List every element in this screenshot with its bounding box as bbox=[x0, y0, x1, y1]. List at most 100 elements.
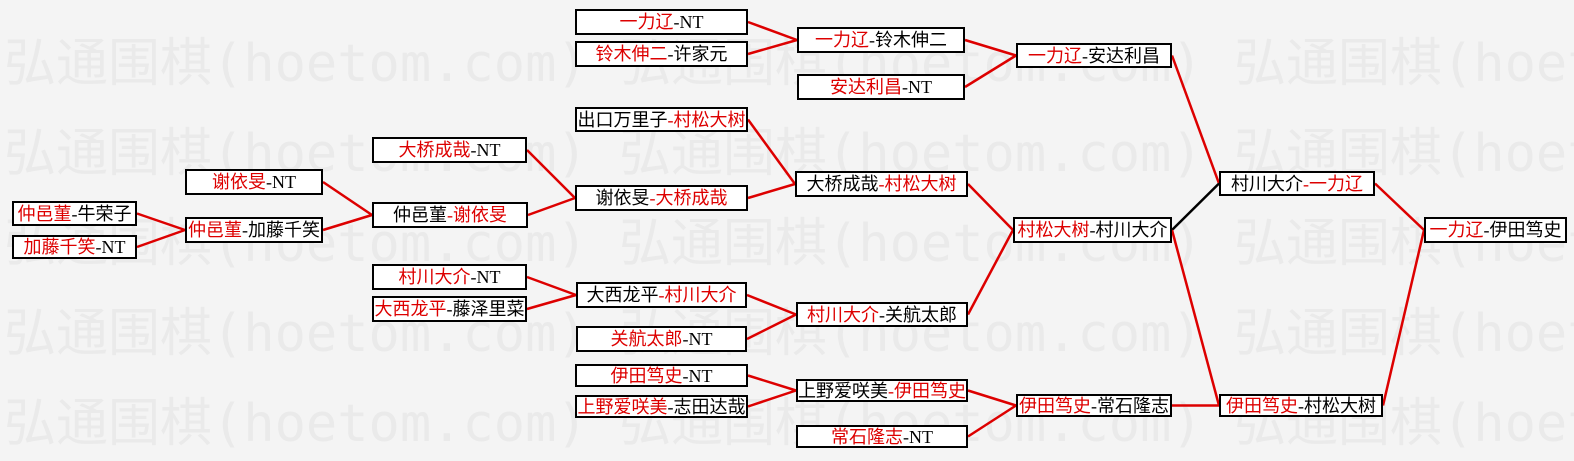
match-box-b5[interactable]: 大桥成哉-NT bbox=[372, 137, 527, 163]
player-name-left: 村川大介 bbox=[1231, 173, 1303, 194]
player-name-left: 安达利昌 bbox=[830, 77, 902, 97]
player-name-left: 常石隆志 bbox=[831, 426, 903, 447]
player-name-left: 仲邑菫 bbox=[188, 220, 242, 240]
player-name-left: 仲邑菫 bbox=[393, 205, 447, 225]
match-box-b21[interactable]: 村川大介-一力辽 bbox=[1219, 171, 1375, 196]
match-box-b2[interactable]: 加藤千笑-NT bbox=[12, 235, 137, 259]
connector-line-b21-b28 bbox=[1374, 182, 1425, 231]
match-box-b4[interactable]: 仲邑菫-加藤千笑 bbox=[185, 217, 323, 243]
connector-line-b22-b24 bbox=[747, 374, 797, 392]
match-box-b3[interactable]: 谢依旻-NT bbox=[185, 169, 323, 195]
connector-line-b11-b13 bbox=[964, 38, 1017, 57]
player-name-right: -安达利昌 bbox=[1082, 45, 1160, 66]
player-name-right: -一力辽 bbox=[1303, 173, 1363, 194]
player-name-right: -NT bbox=[682, 329, 713, 349]
player-name-right: -伊田笃史 bbox=[888, 380, 966, 401]
match-box-b16[interactable]: 大西龙平-藤泽里菜 bbox=[372, 296, 527, 322]
player-name-left: 关航太郎 bbox=[610, 329, 683, 349]
connector-line-b20-b21 bbox=[1171, 182, 1220, 231]
player-name-right: -牛荣子 bbox=[71, 203, 132, 224]
match-box-b8[interactable]: 谢依旻-大桥成哉 bbox=[575, 185, 748, 211]
player-name-left: 伊田笃史 bbox=[610, 365, 683, 386]
match-box-b20[interactable]: 村松大树-村川大介 bbox=[1013, 217, 1172, 243]
player-name-left: 上野爱咲美 bbox=[577, 396, 668, 417]
connector-line-b17-b19 bbox=[746, 293, 797, 316]
match-box-b6[interactable]: 仲邑菫-谢依旻 bbox=[372, 202, 528, 228]
player-name-right: -NT bbox=[266, 172, 296, 192]
connector-line-b5-b8 bbox=[526, 149, 576, 199]
player-name-left: 铃木伸二 bbox=[595, 44, 668, 64]
player-name-right: -村川大介 bbox=[1089, 220, 1168, 240]
connector-line-b13-b21 bbox=[1170, 55, 1221, 184]
connector-line-b25-b26 bbox=[967, 404, 1017, 438]
player-name-right: -藤泽里菜 bbox=[446, 299, 525, 319]
player-name-left: 谢依旻 bbox=[212, 172, 266, 192]
connector-line-b19-b20 bbox=[966, 229, 1015, 316]
player-name-left: 大西龙平 bbox=[374, 299, 447, 319]
connector-line-b24-b26 bbox=[967, 389, 1017, 407]
connector-line-b6-b8 bbox=[527, 196, 576, 217]
match-box-b27[interactable]: 伊田笃史-村松大树 bbox=[1219, 394, 1383, 417]
player-name-right: -志田达哉 bbox=[667, 396, 746, 417]
player-name-right: -NT bbox=[902, 77, 932, 97]
match-box-b22[interactable]: 伊田笃史-NT bbox=[575, 364, 748, 387]
player-name-right: -NT bbox=[682, 365, 713, 386]
connector-line-b16-b17 bbox=[526, 293, 577, 311]
player-name-left: 伊田笃史 bbox=[1019, 395, 1091, 416]
player-name-left: 出口万里子 bbox=[577, 109, 668, 130]
player-name-left: 大桥成哉 bbox=[398, 140, 471, 160]
player-name-right: -村松大树 bbox=[667, 109, 746, 130]
match-box-b24[interactable]: 上野爱咲美-伊田笃史 bbox=[796, 379, 968, 402]
player-name-right: -加藤千笑 bbox=[242, 220, 320, 240]
player-name-left: 谢依旻 bbox=[595, 188, 650, 208]
player-name-left: 村川大介 bbox=[807, 304, 879, 325]
connector-line-b20-b27 bbox=[1170, 229, 1221, 406]
connector-line-b14-b20 bbox=[967, 183, 1014, 231]
match-box-b7[interactable]: 出口万里子-村松大树 bbox=[575, 107, 748, 132]
player-name-right: -关航太郎 bbox=[879, 304, 957, 325]
connector-line-b18-b19 bbox=[746, 313, 797, 341]
player-name-right: -NT bbox=[470, 267, 501, 287]
connector-line-b12-b13 bbox=[964, 54, 1017, 89]
connector-line-b9-b11 bbox=[747, 20, 798, 42]
connector-line-b15-b17 bbox=[526, 275, 577, 297]
match-box-b26[interactable]: 伊田笃史-常石隆志 bbox=[1016, 394, 1172, 417]
match-box-b25[interactable]: 常石隆志-NT bbox=[796, 425, 968, 448]
player-name-left: 伊田笃史 bbox=[1226, 395, 1298, 416]
match-box-b12[interactable]: 安达利昌-NT bbox=[797, 74, 965, 100]
player-name-right: -铃木伸二 bbox=[869, 30, 947, 50]
player-name-right: -村松大树 bbox=[878, 174, 957, 194]
match-box-b19[interactable]: 村川大介-关航太郎 bbox=[796, 302, 968, 327]
match-box-b23[interactable]: 上野爱咲美-志田达哉 bbox=[575, 395, 748, 418]
match-box-b11[interactable]: 一力辽-铃木伸二 bbox=[797, 27, 965, 53]
player-name-left: 村松大树 bbox=[1017, 220, 1090, 240]
player-name-left: 仲邑菫 bbox=[17, 203, 72, 224]
player-name-right: -村松大树 bbox=[1298, 395, 1376, 416]
match-box-b14[interactable]: 大桥成哉-村松大树 bbox=[795, 171, 968, 197]
connector-line-b8-b14 bbox=[747, 182, 796, 200]
player-name-right: -谢依旻 bbox=[447, 205, 507, 225]
match-box-b28[interactable]: 一力辽-伊田笃史 bbox=[1424, 217, 1567, 243]
connector-line-b4-b6 bbox=[322, 213, 373, 232]
connector-line-b2-b4 bbox=[136, 228, 186, 249]
match-box-b18[interactable]: 关航太郎-NT bbox=[576, 326, 747, 352]
player-name-left: 一力辽 bbox=[1028, 45, 1082, 66]
player-name-left: 一力辽 bbox=[1429, 220, 1484, 240]
match-box-b1[interactable]: 仲邑菫-牛荣子 bbox=[12, 201, 137, 226]
connector-line-b1-b4 bbox=[136, 212, 186, 232]
match-box-b17[interactable]: 大西龙平-村川大介 bbox=[576, 282, 747, 308]
match-box-b9[interactable]: 一力辽-NT bbox=[575, 9, 748, 35]
player-name-left: 村川大介 bbox=[398, 267, 471, 287]
connector-line-b3-b6 bbox=[322, 180, 373, 217]
match-box-b15[interactable]: 村川大介-NT bbox=[372, 264, 527, 290]
player-name-left: 大桥成哉 bbox=[806, 174, 879, 194]
player-name-left: 一力辽 bbox=[815, 30, 869, 50]
match-box-b10[interactable]: 铃木伸二-许家元 bbox=[575, 41, 748, 67]
player-name-right: -大桥成哉 bbox=[649, 188, 728, 208]
match-box-b13[interactable]: 一力辽-安达利昌 bbox=[1016, 43, 1172, 68]
player-name-right: -许家元 bbox=[667, 44, 728, 64]
connector-line-b23-b24 bbox=[747, 389, 797, 408]
connector-line-b7-b14 bbox=[746, 118, 797, 185]
